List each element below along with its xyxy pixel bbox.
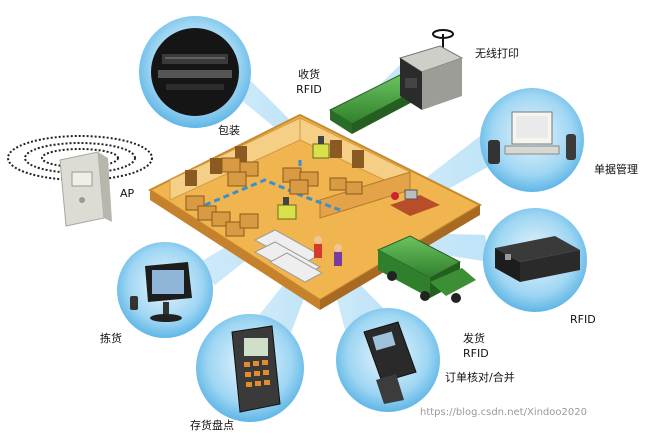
label-inventory: 存货盘点	[190, 419, 234, 432]
office-desk	[390, 189, 440, 216]
shelving	[253, 229, 324, 283]
label-receive-rfid: 收货 RFID	[296, 68, 322, 96]
label-picking: 拣货	[100, 332, 122, 345]
watermark: https://blog.csdn.net/Xindoo2020	[420, 407, 587, 418]
label-ap: AP	[120, 187, 135, 200]
rfid-reader-bubble	[483, 208, 587, 312]
picking-bubble	[117, 242, 213, 338]
order-management-bubble	[480, 88, 584, 192]
label-rfid: RFID	[570, 313, 596, 326]
forklifts	[277, 136, 330, 220]
label-order-check: 订单核对/合并	[445, 371, 515, 384]
pallets	[185, 157, 363, 237]
shipping-truck	[376, 235, 476, 303]
wireless-printer-illustration	[398, 29, 464, 110]
packing-bubble	[139, 16, 251, 128]
ap-device-illustration	[7, 135, 153, 227]
label-packing: 包装	[218, 124, 240, 137]
label-ship-rfid: 发货 RFID	[463, 332, 489, 360]
workers	[314, 236, 342, 266]
label-wireless-print: 无线打印	[475, 47, 519, 60]
label-order-management: 单据管理	[594, 163, 638, 176]
inventory-bubble	[196, 314, 304, 422]
order-check-bubble	[336, 308, 440, 412]
